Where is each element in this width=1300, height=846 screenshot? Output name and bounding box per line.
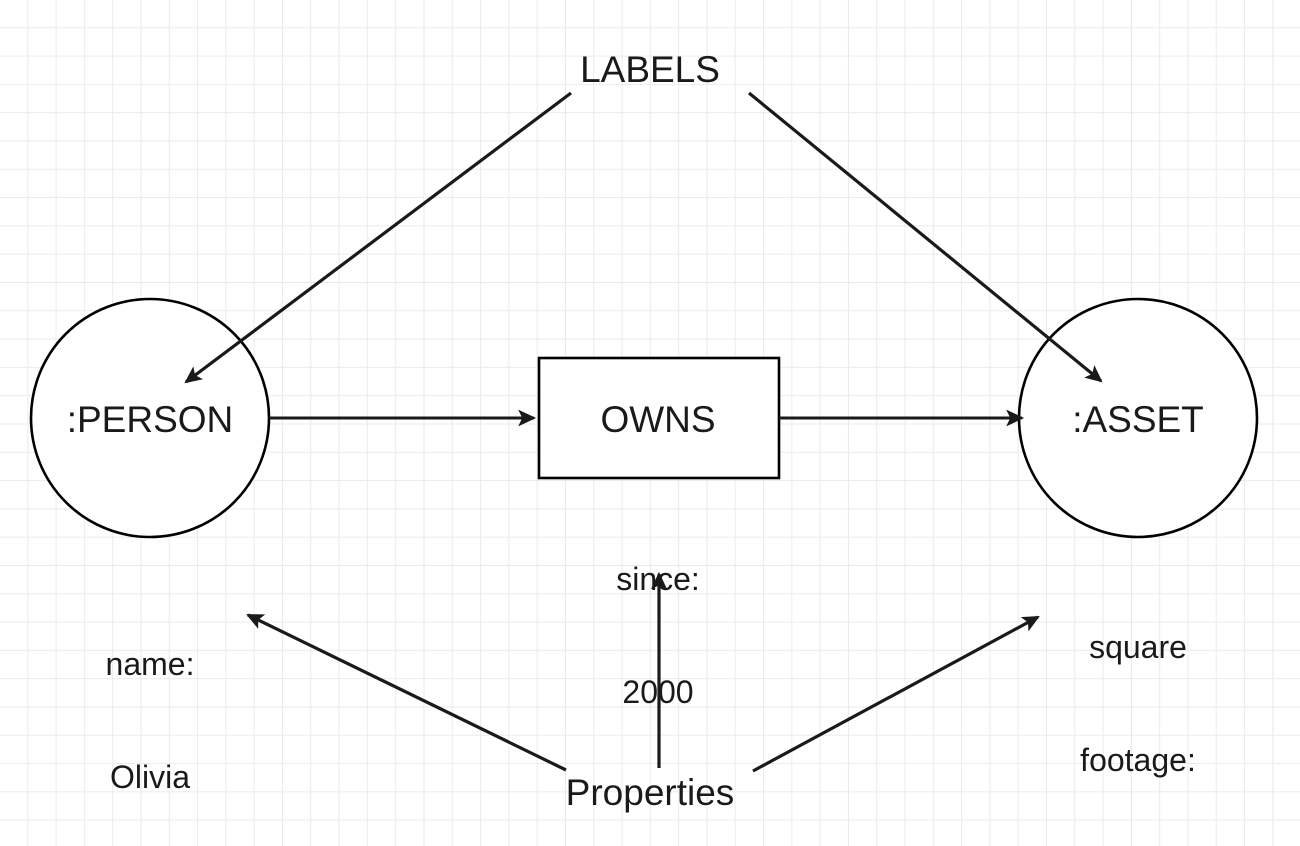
asset-property-key-line2: footage: xyxy=(1080,741,1196,778)
node-asset-label: :ASSET xyxy=(1072,399,1204,440)
node-person-label: :PERSON xyxy=(66,399,234,440)
callout-labels-to-asset xyxy=(747,91,1103,383)
relationship-owns-label: OWNS xyxy=(600,399,716,440)
person-property-value: Olivia xyxy=(109,758,190,795)
properties-callout-text: Properties xyxy=(565,772,735,813)
relationship-property-value: 2000 xyxy=(622,673,694,710)
relationship-property-key: since: xyxy=(616,560,700,597)
asset-property-key-line1: square xyxy=(1089,628,1187,665)
node-asset-properties: square footage: 3000 xyxy=(1018,553,1258,846)
callout-labels-to-person xyxy=(184,91,572,384)
relationship-owns-box[interactable] xyxy=(537,356,781,480)
node-person-properties: name: Olivia xyxy=(30,570,270,846)
relationship-owns-properties: since: 2000 xyxy=(538,485,778,787)
labels-callout-text: LABELS xyxy=(580,49,720,90)
person-property-key: name: xyxy=(105,645,195,682)
callout-properties-to-person-props xyxy=(246,613,567,772)
callout-properties-to-asset-props xyxy=(752,615,1040,773)
